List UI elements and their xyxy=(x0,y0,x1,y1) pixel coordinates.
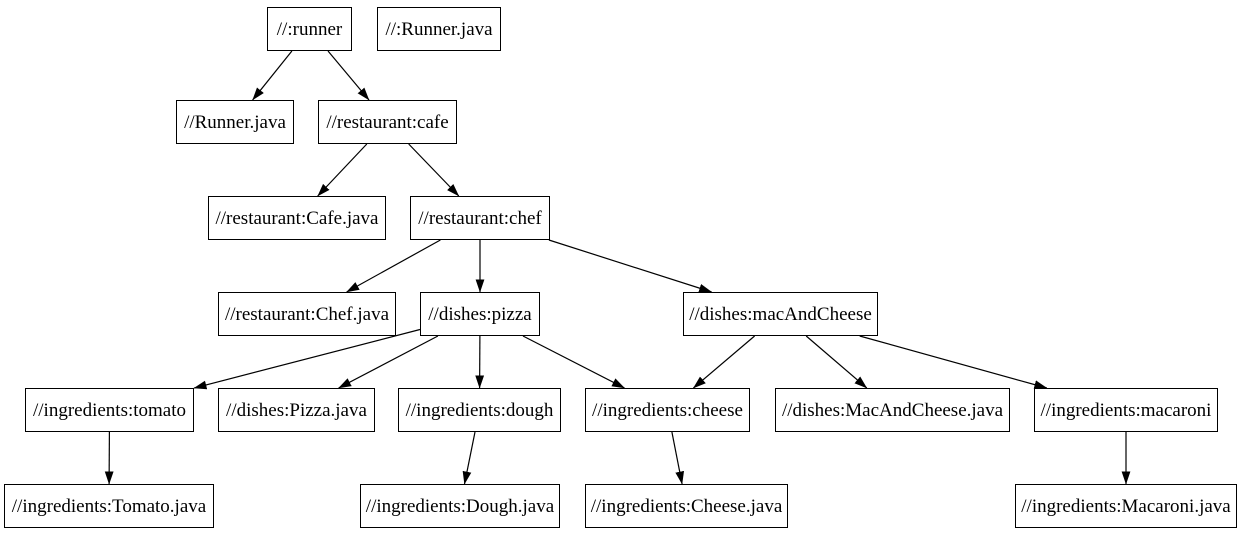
graph-node-label: //dishes:pizza xyxy=(428,303,532,325)
graph-node-macaroni: //ingredients:macaroni xyxy=(1034,388,1218,432)
graph-node-cafe: //restaurant:cafe xyxy=(318,100,457,144)
graph-node-label: //ingredients:tomato xyxy=(32,399,187,421)
graph-node-runner: //:runner xyxy=(267,7,352,51)
graph-node-label: //ingredients:cheese xyxy=(592,399,743,421)
graph-node-label: //restaurant:cafe xyxy=(326,111,449,133)
graph-node-macaroni-java: //ingredients:Macaroni.java xyxy=(1015,484,1237,528)
graph-node-cheese: //ingredients:cheese xyxy=(585,388,750,432)
graph-node-label: //:Runner.java xyxy=(385,18,493,40)
edge-chef-to-chef-java xyxy=(346,239,441,293)
graph-node-label: //:runner xyxy=(276,18,343,40)
graph-node-label: //restaurant:chef xyxy=(418,207,542,229)
edge-pizza-to-tomato xyxy=(193,328,421,390)
graph-node-label: //ingredients:Dough.java xyxy=(365,495,555,517)
graph-node-label: //ingredients:Cheese.java xyxy=(590,495,783,517)
graph-node-mac-and-cheese-java: //dishes:MacAndCheese.java xyxy=(775,388,1010,432)
graph-node-pizza-java: //dishes:Pizza.java xyxy=(218,388,375,432)
edge-lines xyxy=(104,50,1131,485)
graph-node-cafe-java: //restaurant:Cafe.java xyxy=(208,196,386,240)
edge-dough-to-dough-java xyxy=(462,431,476,485)
edge-cafe-to-cafe-java xyxy=(317,143,368,197)
graph-node-label: //restaurant:Chef.java xyxy=(224,303,390,325)
graph-node-label: //dishes:macAndCheese xyxy=(689,303,872,325)
graph-node-runner-java: //Runner.java xyxy=(176,100,294,144)
graph-node-tomato-java: //ingredients:Tomato.java xyxy=(4,484,214,528)
graph-node-tomato: //ingredients:tomato xyxy=(25,388,194,432)
graph-node-cheese-java: //ingredients:Cheese.java xyxy=(585,484,788,528)
edge-cafe-to-chef xyxy=(408,143,460,197)
graph-node-runner-java-root: //:Runner.java xyxy=(377,7,501,51)
graph-node-label: //dishes:Pizza.java xyxy=(226,399,367,421)
graph-node-pizza: //dishes:pizza xyxy=(420,292,540,336)
graph-node-label: //Runner.java xyxy=(184,111,286,133)
graph-node-dough-java: //ingredients:Dough.java xyxy=(360,484,560,528)
graph-node-label: //ingredients:Tomato.java xyxy=(11,495,207,517)
edge-pizza-to-pizza-java xyxy=(338,335,439,389)
edge-runner-to-cafe xyxy=(327,50,370,101)
graph-node-chef-java: //restaurant:Chef.java xyxy=(218,292,396,336)
edge-cheese-to-cheese-java xyxy=(671,431,685,485)
edge-mac-and-cheese-to-macaroni xyxy=(859,335,1048,389)
edge-pizza-to-cheese xyxy=(522,335,625,389)
edge-runner-to-runner-java xyxy=(252,50,293,101)
edge-mac-and-cheese-to-cheese xyxy=(693,335,755,389)
graph-node-label: //restaurant:Cafe.java xyxy=(215,207,379,229)
graph-node-dough: //ingredients:dough xyxy=(398,388,561,432)
edge-mac-and-cheese-to-mac-and-cheese-java xyxy=(805,335,868,389)
graph-node-chef: //restaurant:chef xyxy=(410,196,550,240)
graph-node-label: //ingredients:dough xyxy=(405,399,554,421)
graph-node-label: //ingredients:macaroni xyxy=(1040,399,1212,421)
edge-chef-to-mac-and-cheese xyxy=(548,239,713,293)
graph-node-label: //ingredients:Macaroni.java xyxy=(1021,495,1231,517)
graph-node-mac-and-cheese: //dishes:macAndCheese xyxy=(683,292,878,336)
graph-node-label: //dishes:MacAndCheese.java xyxy=(781,399,1004,421)
